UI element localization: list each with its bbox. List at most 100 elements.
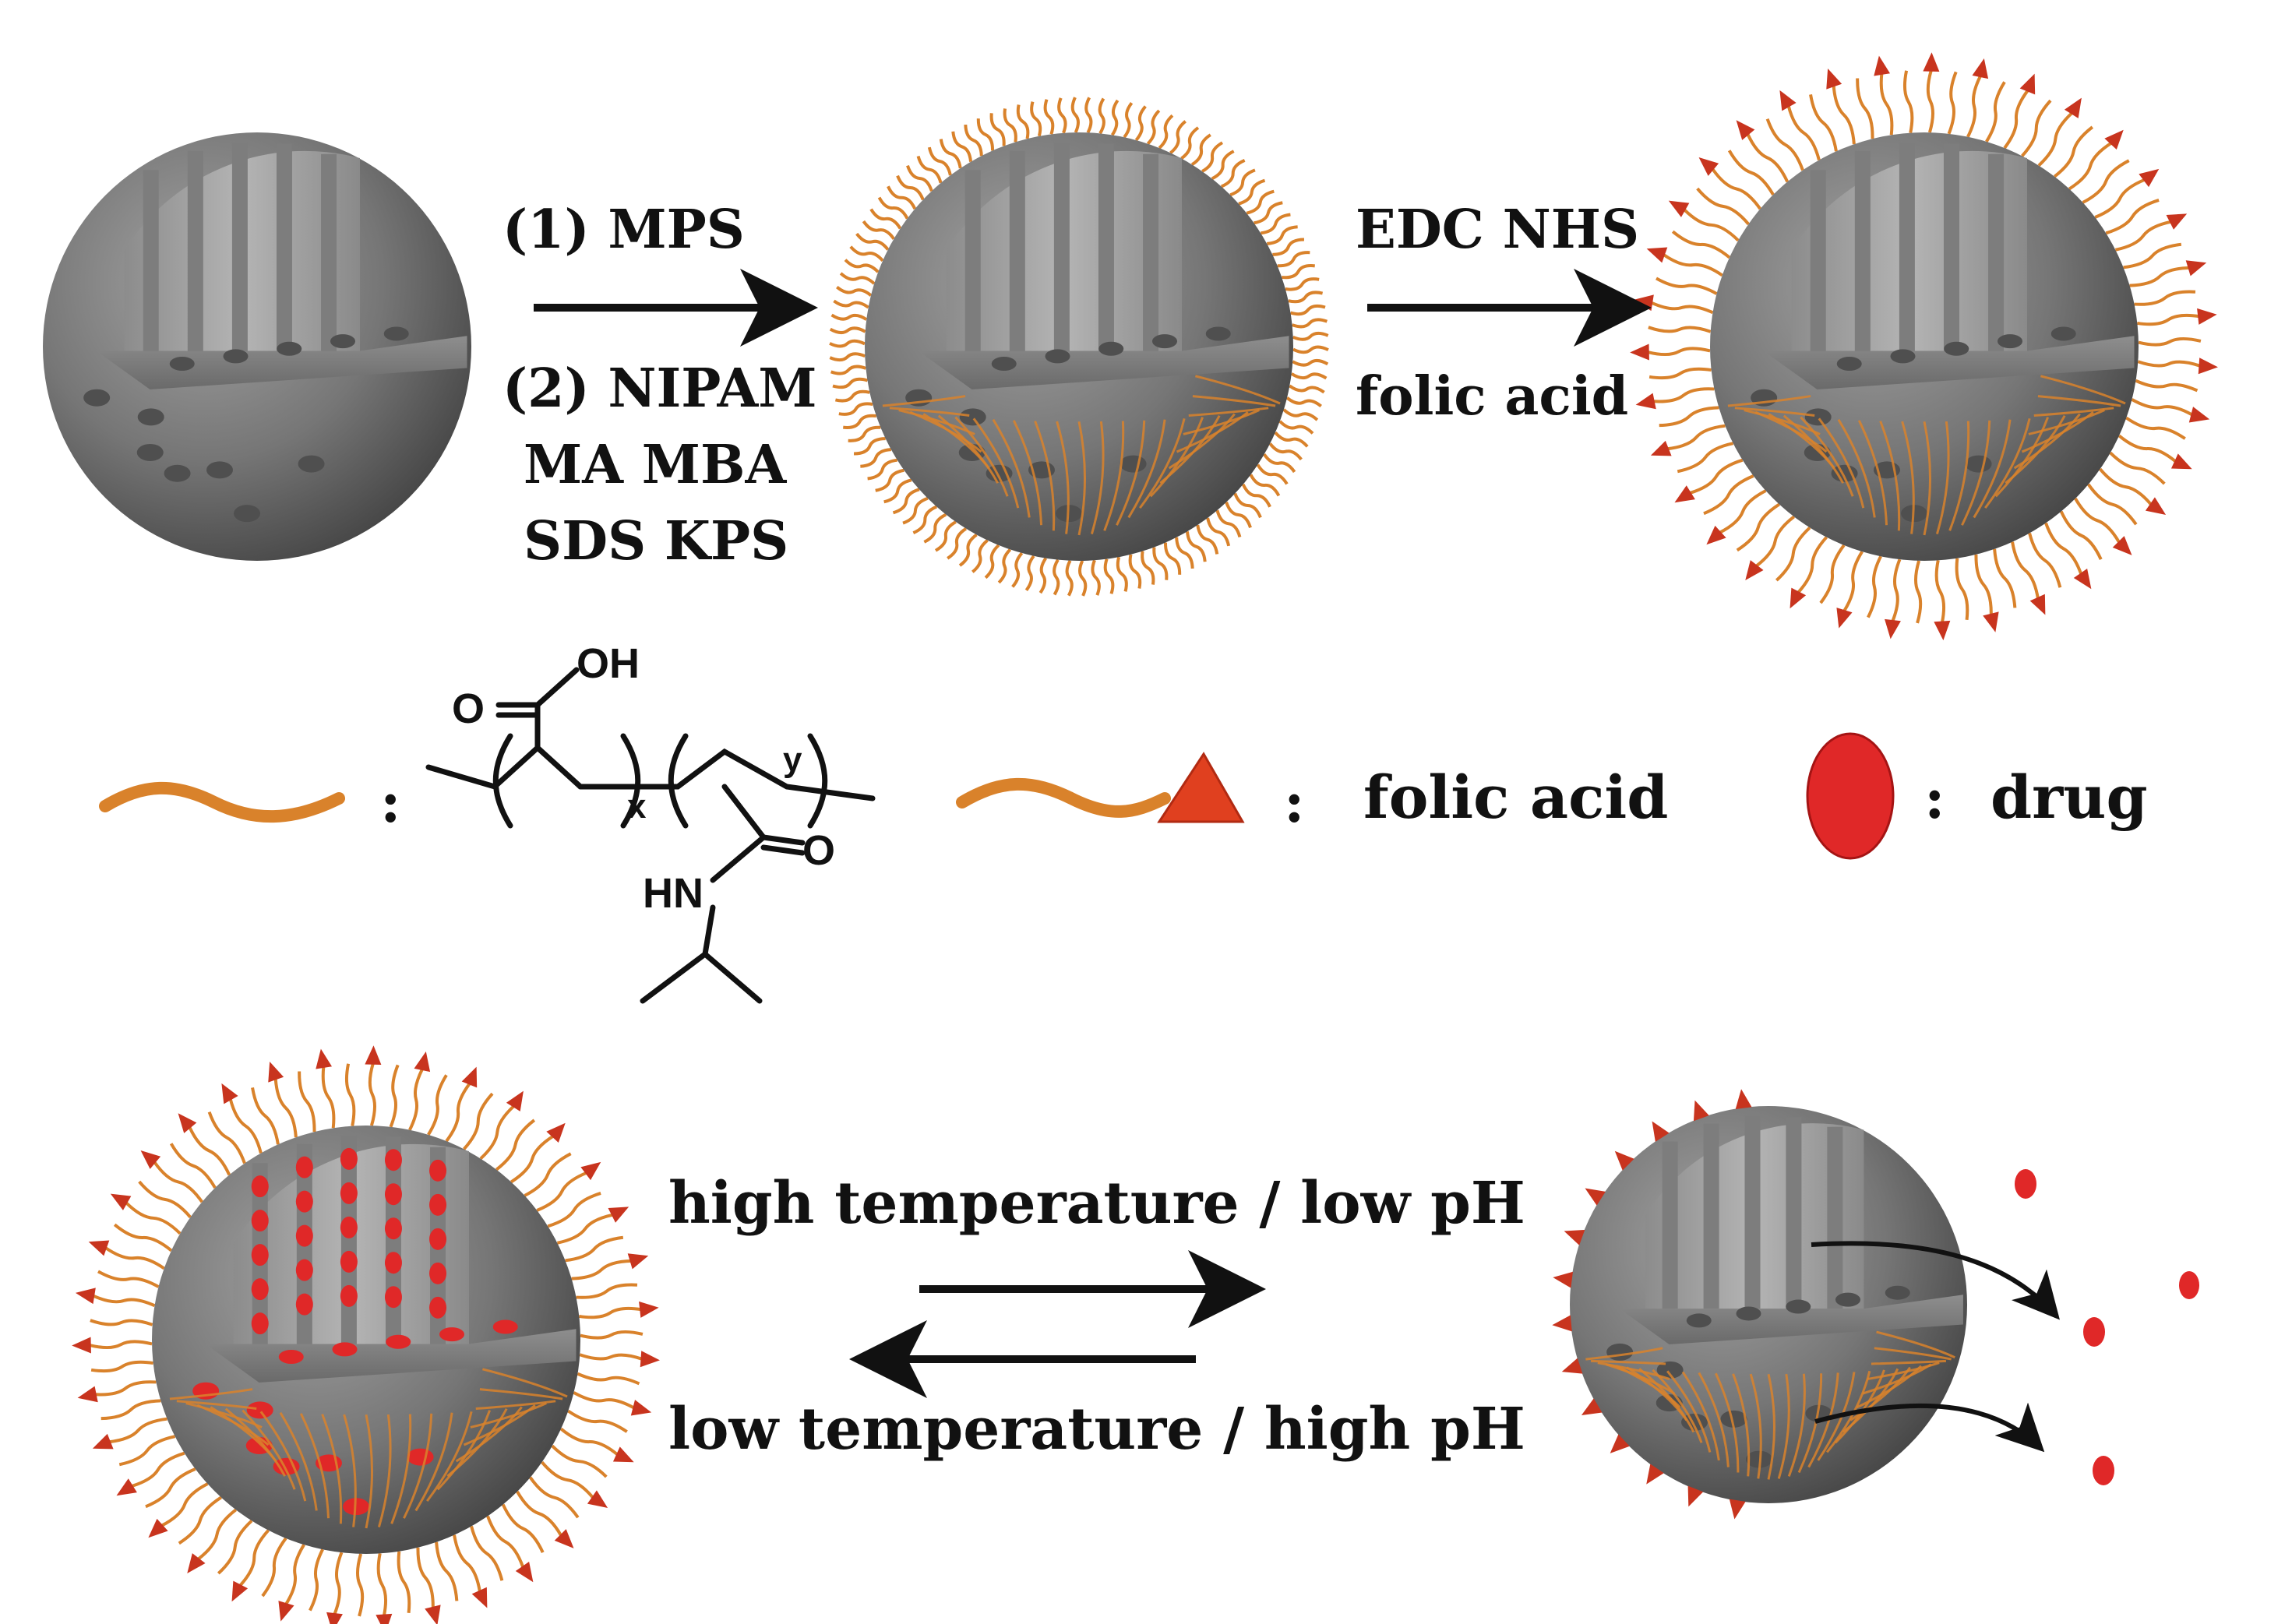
ledge-pore (383, 326, 409, 341)
folic-acid-end (231, 1580, 249, 1602)
polymer-chain (188, 1126, 231, 1176)
polymer-chain (344, 1063, 356, 1126)
polymer-chain (551, 1444, 608, 1478)
polymer-chain (2135, 379, 2199, 393)
inner-polymer (1787, 1373, 1806, 1477)
inner-polymer (377, 1414, 392, 1527)
polymer-chain (2003, 89, 2029, 150)
polymer-chain (2068, 141, 2113, 191)
polymer-chain (1110, 99, 1120, 136)
inner-polymer (882, 395, 966, 407)
polymer-chain (1289, 304, 1326, 316)
polymer-chain (1268, 442, 1303, 461)
polymer-chain (934, 520, 957, 552)
folic-acid-end (1552, 1315, 1572, 1332)
loaded-drug (251, 1210, 269, 1232)
polymer-chain (2059, 510, 2103, 560)
drug-releasing-particle (1552, 1089, 1967, 1520)
polymer-chain (90, 1360, 153, 1373)
polymer-chain (2129, 266, 2190, 287)
polymer-chain (1736, 502, 1780, 552)
folic-acid-end (1652, 1121, 1670, 1142)
surface-pore (136, 443, 164, 461)
loaded-drug (251, 1175, 269, 1198)
polymer-chain (427, 1074, 448, 1136)
polymer-chain (839, 272, 876, 285)
folic-acid-end (1836, 608, 1853, 629)
folic-acid-end (1581, 1398, 1603, 1415)
polymer-chain (1123, 102, 1134, 139)
polymer-chain (855, 232, 890, 251)
polymer-chain (138, 1180, 192, 1219)
loaded-drug (295, 1190, 313, 1213)
folic-acid-end (326, 1612, 343, 1624)
polymer-chain (1650, 301, 1714, 315)
inner-polymer (1139, 417, 1186, 509)
polymer-chain (2021, 99, 2052, 157)
legend-colon-folic: : (1284, 769, 1305, 835)
polymer-chain (2105, 199, 2160, 235)
polymer-chain (1914, 560, 1923, 624)
polymer-chain (984, 544, 1000, 579)
folic-acid-end (2197, 308, 2217, 325)
polymer-chain (1141, 551, 1155, 585)
inner-polymer (1874, 1347, 1952, 1361)
drug-ellipse-icon (1806, 732, 1895, 860)
polymer-chain (2086, 483, 2138, 526)
polymer-chain (1663, 253, 1723, 277)
ledge-pore (223, 349, 249, 364)
inner-polymer (1876, 1330, 1955, 1359)
polymer-chain (1233, 492, 1262, 519)
folic-acid-triangle-icon (1157, 752, 1245, 823)
loaded-drug (295, 1293, 313, 1316)
step1-label-nipam: (2) NIPAM (502, 358, 817, 420)
polymer-chain (445, 1082, 471, 1143)
polymer-chain (2138, 336, 2202, 347)
inner-polymer (185, 1402, 263, 1428)
polymer-chain (470, 1526, 504, 1581)
inner-polymer (954, 416, 1009, 497)
inner-polymer (1961, 420, 1991, 526)
polymer-chain (1683, 208, 1740, 242)
inner-polymer (2040, 375, 2126, 405)
folic-acid-end (2166, 213, 2188, 230)
polymer-chain (573, 1391, 635, 1410)
polymer-chain (1947, 71, 1958, 135)
release-arrow-lower (1814, 1402, 2045, 1453)
ledge-pore (1152, 334, 1177, 349)
polymer-chain (580, 1330, 644, 1340)
polymer-chain (94, 1380, 157, 1397)
polymer-chain (565, 1235, 624, 1263)
polymer-chain (1291, 318, 1328, 329)
polymer-chain (2082, 159, 2130, 204)
polymer-chain (896, 174, 925, 201)
polymer-chain (853, 437, 886, 456)
polymer-chain (2099, 467, 2153, 506)
inner-polymer (1777, 1373, 1790, 1479)
polymer-chain (927, 146, 952, 176)
inner-polymer (1652, 1369, 1703, 1443)
polymer-chain (1030, 101, 1042, 137)
ledge-pore (991, 357, 1017, 371)
polymer-chain (2011, 541, 2040, 599)
polymer-chain (284, 1544, 305, 1605)
inner-polymer (1800, 416, 1854, 497)
folic-acid-end (1561, 1358, 1583, 1374)
loaded-drug (384, 1183, 402, 1206)
loaded-drug (340, 1284, 358, 1307)
folic-acid-end (1826, 68, 1842, 90)
inner-polymer (1012, 420, 1043, 526)
pore-channel (964, 170, 981, 351)
polymer-chain (92, 1294, 156, 1308)
polymer-chain (1856, 78, 1874, 139)
polymer-chain (1867, 555, 1882, 618)
polymer-chain (838, 402, 873, 416)
polymer-chain (875, 468, 904, 492)
polymer-chain (579, 1306, 642, 1319)
folic-acid-end (546, 1122, 566, 1143)
ledge-pore (332, 1342, 358, 1357)
surface-pore (407, 1448, 434, 1466)
inner-polymer (1715, 1372, 1740, 1473)
polymer-chain (113, 1223, 173, 1252)
polymer-chain (902, 496, 929, 525)
